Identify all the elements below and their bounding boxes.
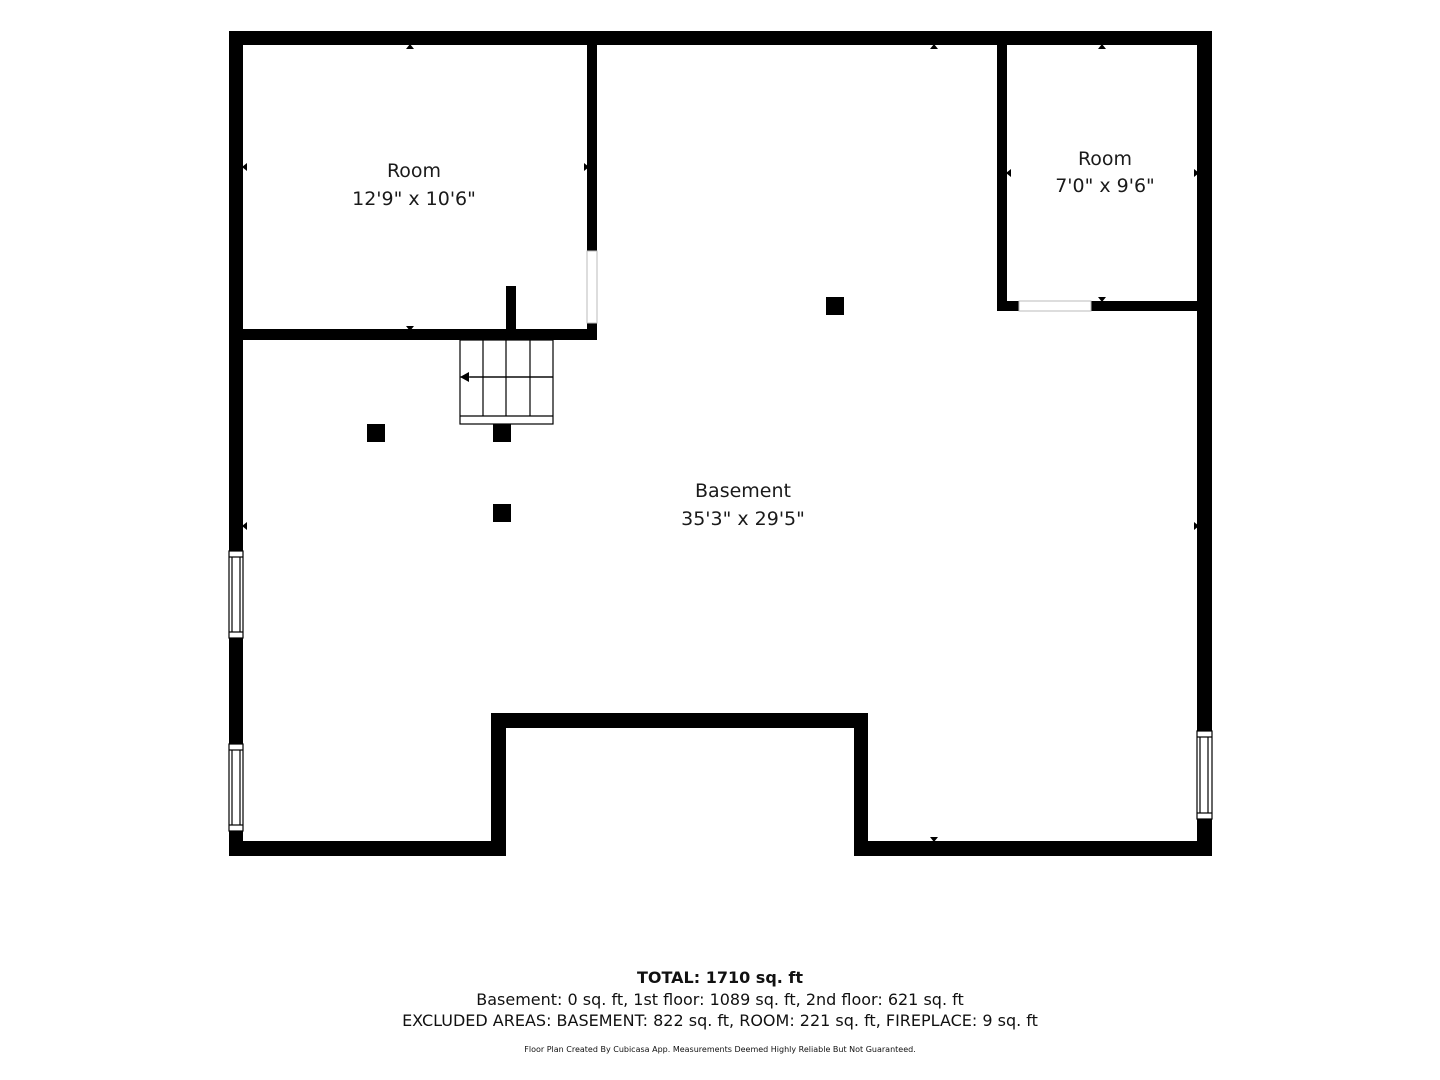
marker-icon (1006, 169, 1011, 177)
column (493, 424, 511, 442)
wall-room2-bottom-left (997, 301, 1019, 311)
marker-icon (930, 44, 938, 49)
marker-icon (584, 163, 589, 171)
wall-notch-left (491, 713, 506, 856)
excluded-areas: EXCLUDED AREAS: BASEMENT: 822 sq. ft, RO… (402, 1011, 1038, 1030)
marker-icon (1194, 522, 1199, 530)
door-opening-room2 (1018, 300, 1092, 312)
windows (228, 550, 1213, 832)
wall-notch-top (491, 713, 868, 728)
wall-right-upper (1197, 31, 1212, 731)
interior-walls (229, 31, 1212, 340)
wall-room2-bottom-right (1091, 301, 1212, 311)
wall-bottom-left (229, 841, 506, 856)
wall-top (229, 31, 1212, 45)
disclaimer: Floor Plan Created By Cubicasa App. Meas… (524, 1045, 916, 1054)
wall-left-middle (229, 638, 243, 744)
column (493, 504, 511, 522)
total-area: TOTAL: 1710 sq. ft (636, 968, 804, 987)
marker-icon (406, 44, 414, 49)
wall-room2-left (997, 31, 1007, 311)
room-name: Room (1078, 148, 1132, 170)
marker-icon (930, 837, 938, 842)
stair-arrow-icon (460, 372, 469, 382)
staircase (459, 339, 554, 425)
column (367, 424, 385, 442)
marker-icon (1098, 44, 1106, 49)
marker-icon (242, 522, 247, 530)
marker-icon (406, 326, 414, 331)
room-dimensions: 12'9" x 10'6" (352, 188, 476, 210)
room-dimensions: 7'0" x 9'6" (1055, 175, 1155, 197)
wall-bottom-right (854, 841, 1212, 856)
openings (586, 250, 1092, 324)
window-left-1 (228, 550, 244, 639)
wall-stub (506, 286, 516, 336)
dimension-markers (242, 44, 1199, 842)
marker-icon (1098, 297, 1106, 302)
window-right (1196, 730, 1213, 820)
door-opening-room1 (586, 250, 598, 324)
marker-icon (1194, 169, 1199, 177)
column (826, 297, 844, 315)
wall-notch-right (854, 713, 868, 856)
floor-areas: Basement: 0 sq. ft, 1st floor: 1089 sq. … (476, 990, 964, 1009)
marker-icon (242, 163, 247, 171)
wall-room1-right-upper (587, 31, 597, 251)
exterior-walls (229, 31, 1212, 856)
wall-room1-bottom (229, 329, 597, 340)
window-left-2 (228, 743, 244, 832)
room-name: Basement (695, 480, 791, 502)
wall-left-upper (229, 31, 243, 551)
columns (367, 297, 844, 522)
room-name: Room (387, 160, 441, 182)
room-dimensions: 35'3" x 29'5" (681, 508, 805, 530)
